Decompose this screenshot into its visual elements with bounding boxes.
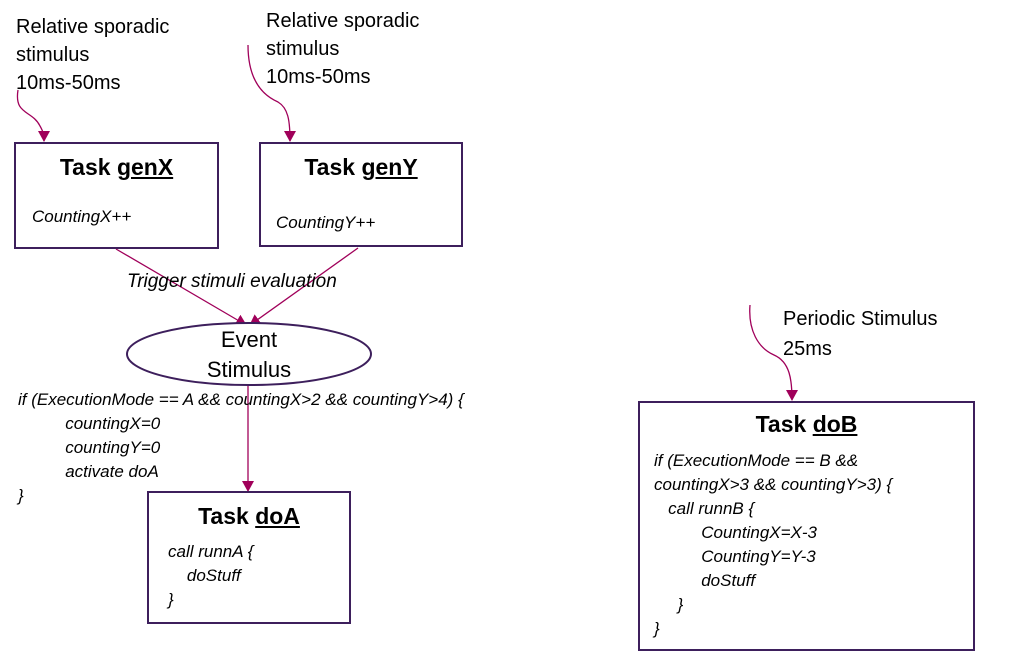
stimulus-arrow-doB — [749, 304, 798, 401]
event-label-line2: Stimulus — [206, 357, 292, 382]
task-title-doB: Task doB — [755, 411, 858, 437]
stimulus-arrow-genY — [247, 44, 296, 142]
task-title-genY: Task genY — [304, 154, 418, 180]
event-stimulus-ellipse — [126, 322, 372, 386]
task-title-genX: Task genX — [59, 154, 174, 180]
stimulus-label-genX: Relative sporadic stimulus 10ms-50ms — [16, 16, 170, 94]
event-condition: if (ExecutionMode == A && countingX>2 &&… — [18, 390, 464, 505]
event-stimulus-label: Event Stimulus — [127, 325, 371, 385]
stimulus-label-genY: Relative sporadic stimulus 10ms-50ms — [266, 10, 420, 88]
task-title-doA: Task doA — [198, 503, 300, 529]
task-box-doB: Task doB if (ExecutionMode == B && count… — [638, 401, 975, 651]
trigger-arrow-genY — [249, 247, 359, 326]
trigger-label: Trigger stimuli evaluation — [127, 271, 337, 292]
stimulus-arrow-genX — [16, 89, 50, 142]
task-body-doA: call runnA { doStuff } — [168, 542, 254, 609]
task-box-genX: Task genX CountingX++ — [14, 142, 219, 249]
task-box-doA: Task doA call runnA { doStuff } — [147, 491, 351, 624]
task-body-doB: if (ExecutionMode == B && countingX>3 &&… — [654, 451, 893, 638]
stimulus-label-doB: Periodic Stimulus 25ms — [783, 308, 938, 360]
trigger-arrow-genX — [115, 248, 247, 326]
event-label-line1: Event — [220, 327, 278, 352]
task-body-genY: CountingY++ — [276, 213, 376, 232]
task-box-genY: Task genY CountingY++ — [259, 142, 463, 247]
task-body-genX: CountingX++ — [32, 207, 132, 226]
